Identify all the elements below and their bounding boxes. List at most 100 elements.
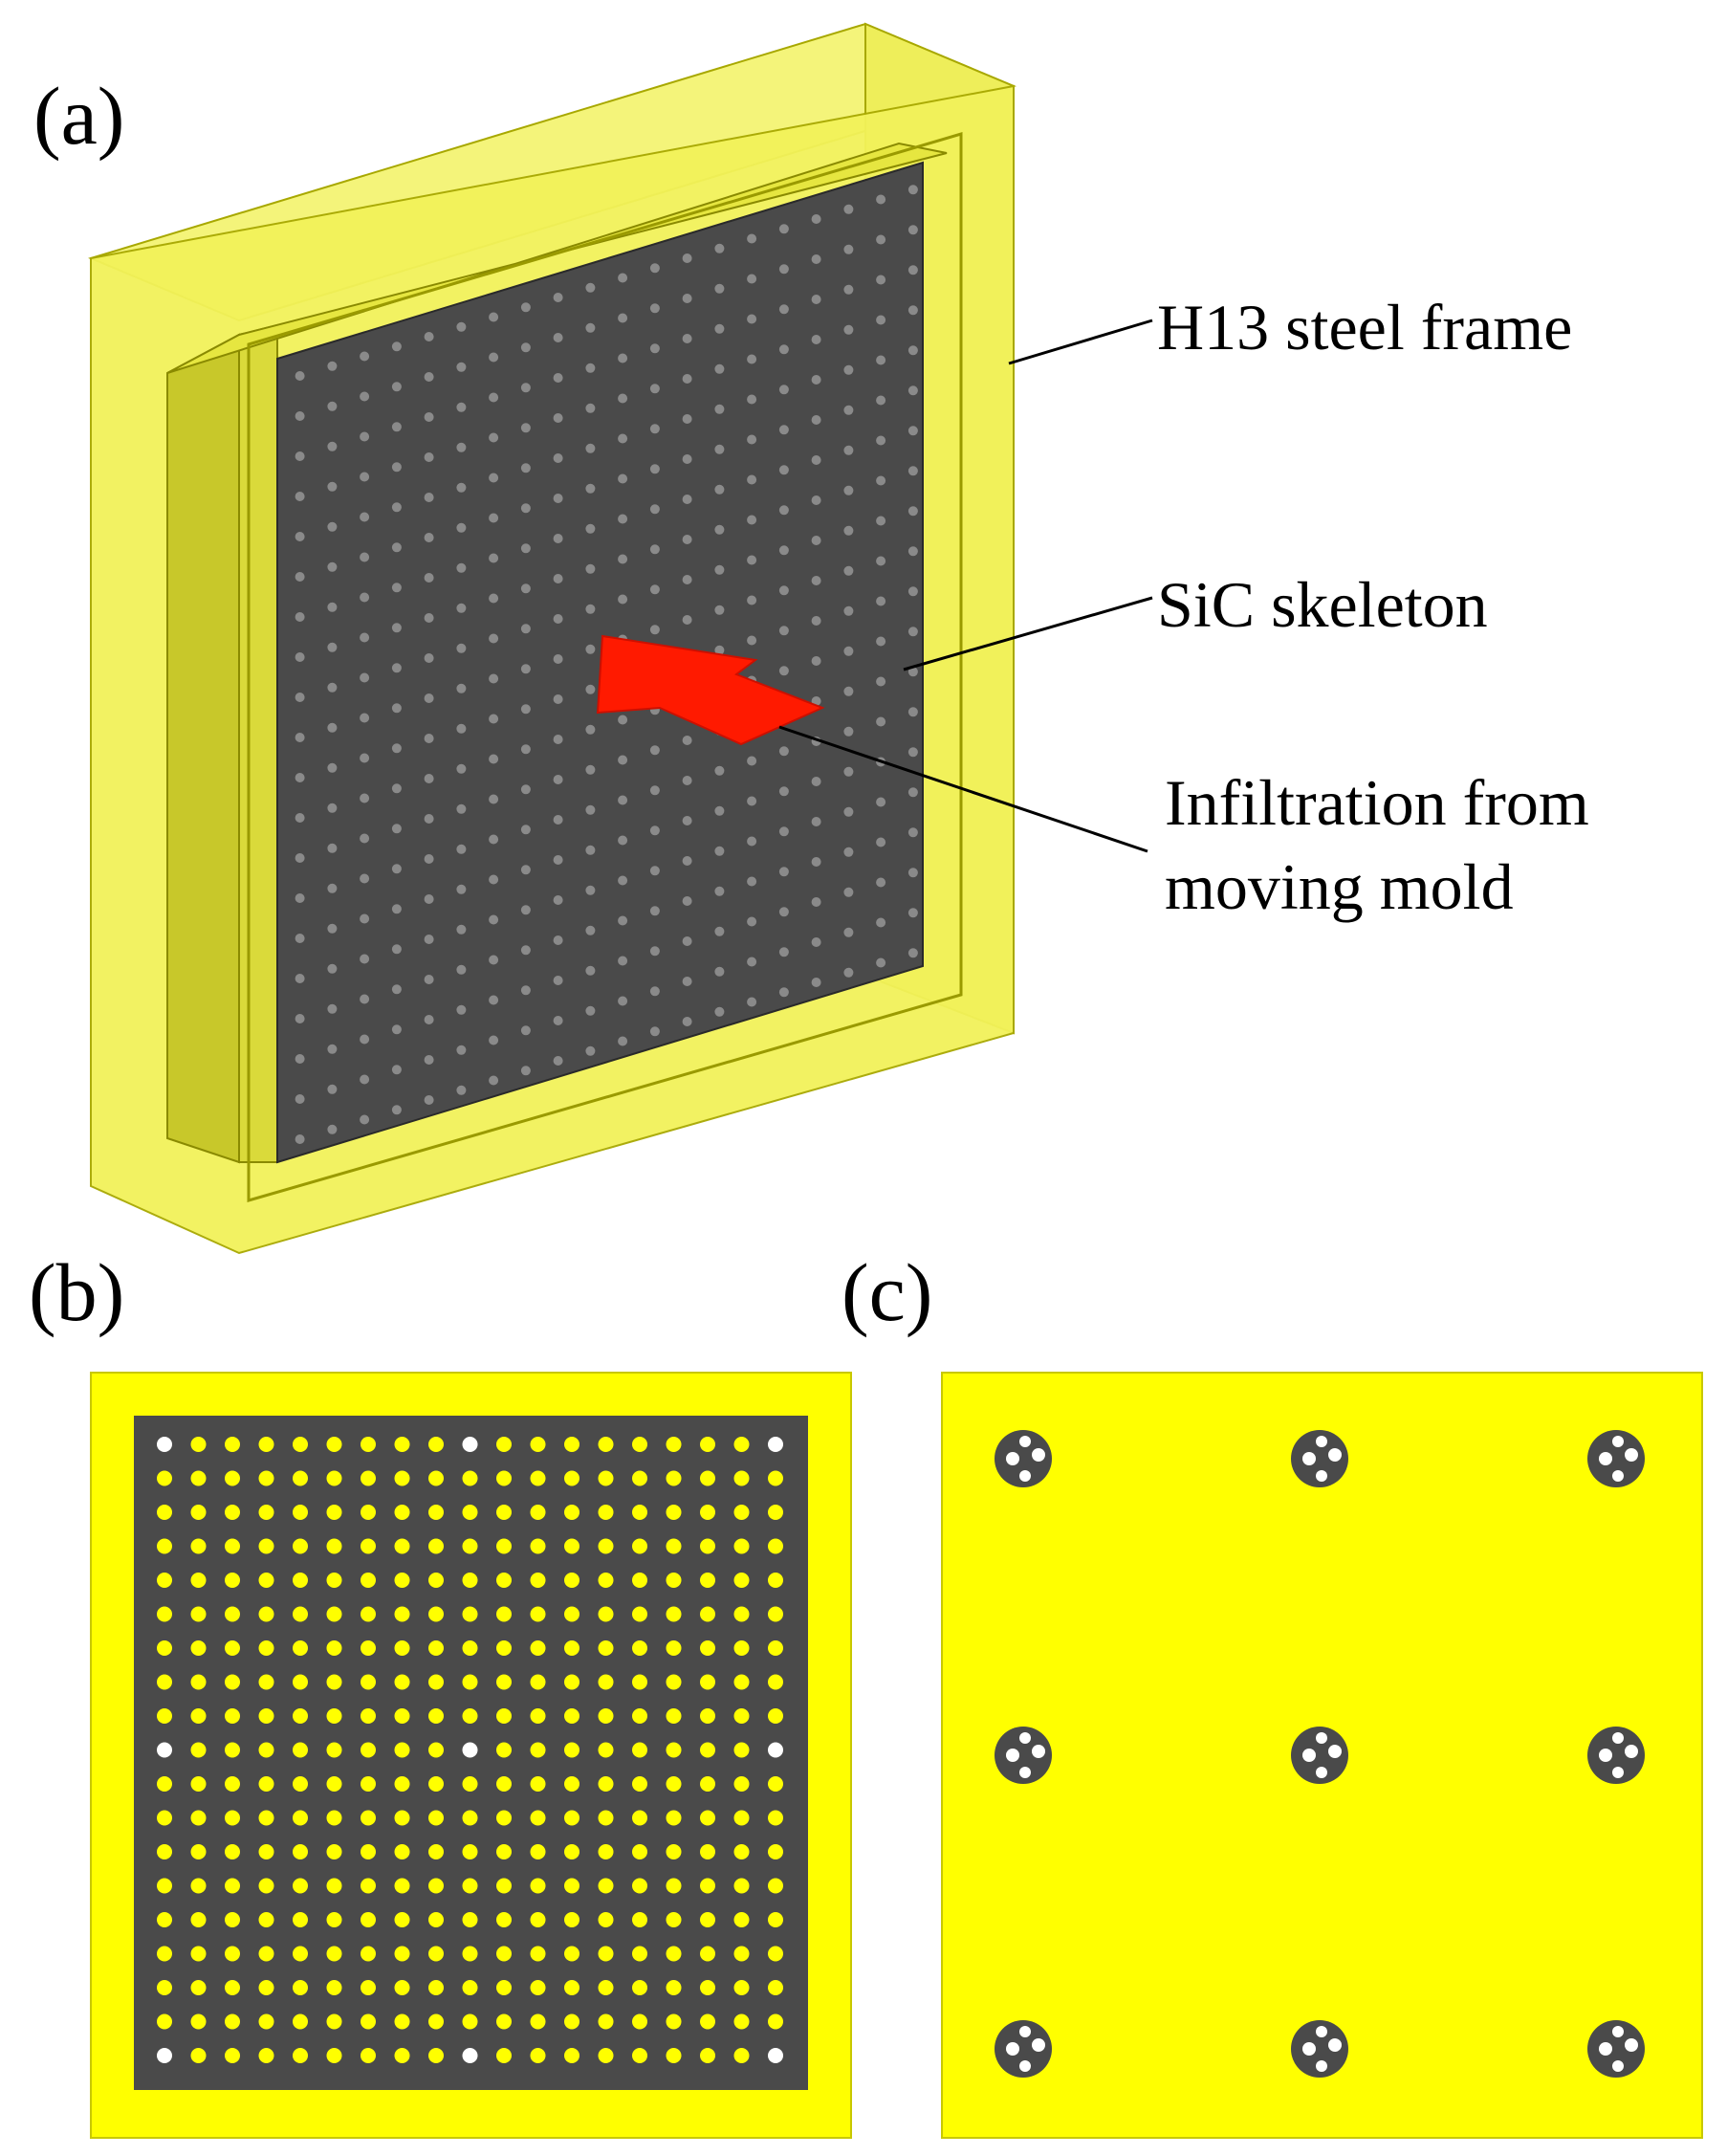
skeleton-hole [360,753,370,763]
infiltration-hole [496,1810,512,1826]
skeleton-hole [649,906,660,916]
infiltration-hole [666,1878,682,1894]
infiltration-hole [598,1505,614,1520]
skeleton-hole [295,652,305,662]
infiltration-hole [190,1912,207,1927]
skeleton-hole [553,494,563,503]
infiltration-hole [258,2048,274,2063]
infiltration-hole [394,1470,410,1486]
infiltration-hole [326,1538,342,1554]
skeleton-hole [424,814,434,824]
infiltration-hole [530,1980,546,1995]
skeleton-hole [360,954,370,964]
infiltration-hole [462,1505,478,1520]
skeleton-hole [778,465,789,475]
infiltration-hole [361,1674,376,1690]
infiltration-hole [394,2013,410,2030]
skeleton-hole [295,1134,305,1144]
skeleton-hole [843,284,854,295]
infiltration-hole [225,1674,240,1690]
skeleton-hole [778,224,789,234]
skeleton-hole [682,253,692,263]
infiltration-hole [428,1844,444,1859]
skeleton-hole [489,593,499,604]
skeleton-hole [843,364,854,375]
infiltration-hole [258,1810,274,1826]
skeleton-hole [876,636,886,647]
skeleton-hole [553,614,563,624]
infiltration-hole [462,1810,478,1826]
skeleton-hole [907,707,918,717]
infiltration-hole [768,1538,783,1554]
infiltration-hole [190,1742,207,1758]
skeleton-hole [714,966,725,977]
infiltration-hole [666,1946,682,1962]
panel-c-label: (c) [842,1246,932,1338]
infiltration-hole [666,1980,682,1995]
infiltration-hole [428,2013,444,2030]
infiltration-hole [258,1708,274,1724]
skeleton-hole [391,623,402,633]
skeleton-hole [391,542,402,553]
infiltration-hole [225,1606,240,1622]
skeleton-hole [747,314,757,324]
skeleton-hole [424,894,434,904]
vent-hole-cluster [995,1430,1052,1487]
skeleton-hole [489,473,499,483]
infiltration-hole [496,1776,512,1792]
infiltration-hole [157,1640,172,1656]
infiltration-hole [733,1912,750,1927]
skeleton-hole [327,361,338,371]
skeleton-hole [843,847,854,857]
skeleton-hole [391,583,402,593]
infiltration-hole [462,1470,478,1486]
skeleton-hole [682,495,692,504]
skeleton-hole [456,442,467,452]
infiltration-hole [157,1606,172,1622]
skeleton-hole [714,524,725,535]
infiltration-hole [190,1810,207,1826]
skeleton-hole [843,806,854,817]
infiltration-hole [157,1980,172,1995]
infiltration-hole [733,1573,750,1588]
infiltration-hole [157,1844,172,1859]
skeleton-hole [714,564,725,575]
skeleton-hole [618,554,628,564]
skeleton-hole [907,185,918,195]
infiltration-hole [632,1980,647,1995]
infiltration-hole [733,2013,750,2030]
infiltration-hole [564,1674,579,1690]
skeleton-hole [876,475,886,486]
infiltration-hole [768,1708,783,1724]
skeleton-hole [489,1035,499,1045]
skeleton-hole [649,946,660,957]
skeleton-hole [520,463,531,473]
skeleton-hole [714,363,725,374]
infiltration-hole [190,1674,207,1690]
skeleton-hole [327,722,338,733]
infiltration-hole [293,1573,308,1588]
skeleton-hole [520,624,531,634]
infiltration-hole [462,1878,478,1894]
skeleton-hole [778,626,789,636]
skeleton-hole [618,875,628,886]
vent-hole-cluster [1291,2020,1348,2078]
infiltration-hole [428,1980,444,1995]
infiltration-hole [394,1674,410,1690]
skeleton-hole [811,897,821,907]
skeleton-hole [876,355,886,365]
infiltration-hole [768,1878,783,1894]
skeleton-hole [876,194,886,205]
infiltration-hole [157,1674,172,1690]
infiltration-hole [700,1878,715,1894]
skeleton-hole [714,404,725,414]
infiltration-hole [225,1742,240,1758]
infiltration-hole [157,1505,172,1520]
infiltration-hole [530,1573,546,1588]
skeleton-hole [391,382,402,392]
skeleton-hole [456,924,467,935]
infiltration-hole [326,1912,342,1927]
skeleton-hole [649,825,660,836]
skeleton-hole [649,263,660,274]
